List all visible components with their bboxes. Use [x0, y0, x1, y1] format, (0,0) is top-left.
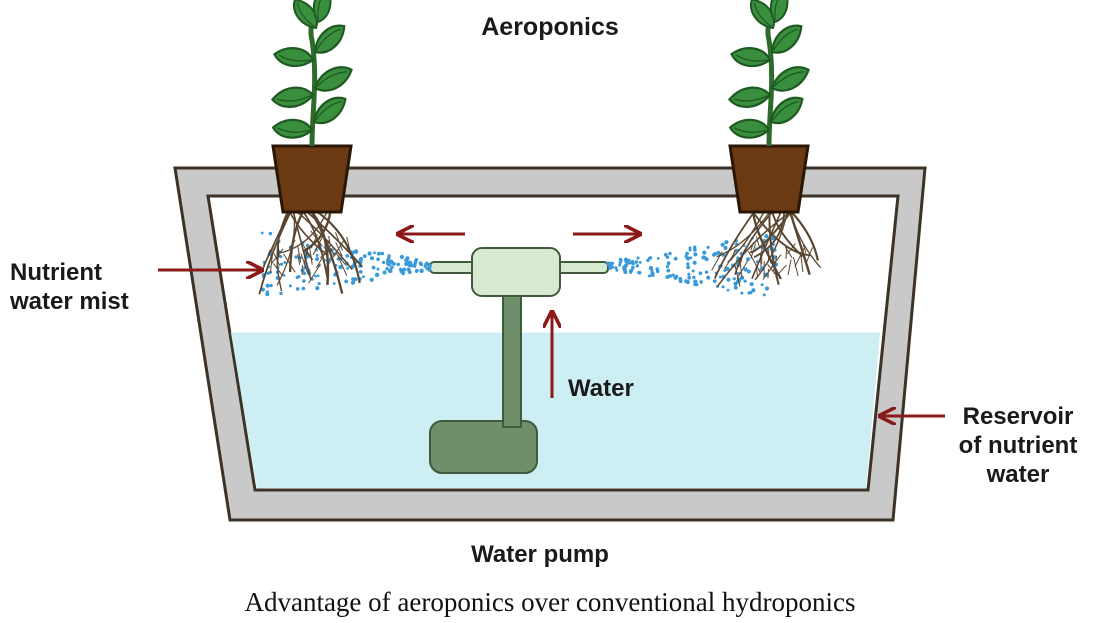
pump-head: [471, 247, 561, 297]
stem-left: [308, 8, 321, 147]
label-water-pump: Water pump: [471, 541, 609, 568]
roots-right: [711, 209, 822, 287]
stem-right: [765, 8, 778, 147]
plant-right: [711, 0, 822, 287]
pump-pipe-vertical: [502, 291, 522, 428]
label-reservoir: Reservoir of nutrient water: [958, 403, 1078, 488]
pump-base: [429, 420, 538, 474]
arrows: [158, 234, 945, 416]
roots-left: [258, 209, 363, 295]
figure-caption: Advantage of aeroponics over conventiona…: [244, 587, 856, 617]
water-pump: [429, 247, 609, 474]
plant-left: [258, 0, 363, 295]
diagram-title: Aeroponics: [481, 13, 619, 41]
pot-right: [728, 144, 810, 214]
nutrient-water: [231, 333, 880, 488]
label-nutrient-water-mist: Nutrient water mist: [10, 259, 129, 315]
pot-left: [271, 144, 353, 214]
label-water: Water: [568, 375, 634, 402]
